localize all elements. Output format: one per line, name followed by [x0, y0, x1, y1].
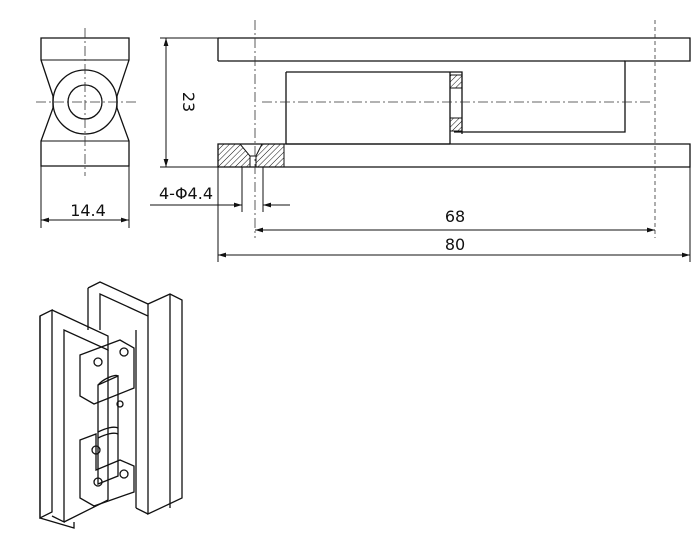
pin-icon	[116, 400, 124, 408]
hole-spacing-label: 68	[445, 207, 465, 226]
screw-hole-icon	[91, 445, 101, 455]
height-dimension-label: 23	[179, 92, 198, 112]
screw-hole-icon	[93, 357, 103, 367]
screw-hole-icon	[119, 469, 129, 479]
isometric-view	[39, 281, 183, 529]
hole-dimension-label: 4-Φ4.4	[159, 184, 213, 203]
screw-hole-icon	[119, 347, 129, 357]
front-view: 23 4-Φ4.4 68 80	[150, 20, 691, 262]
end-view: 14.4	[36, 28, 136, 228]
screw-hole-icon	[93, 477, 103, 487]
overall-length-label: 80	[445, 235, 465, 254]
width-dimension-label: 14.4	[70, 201, 106, 220]
